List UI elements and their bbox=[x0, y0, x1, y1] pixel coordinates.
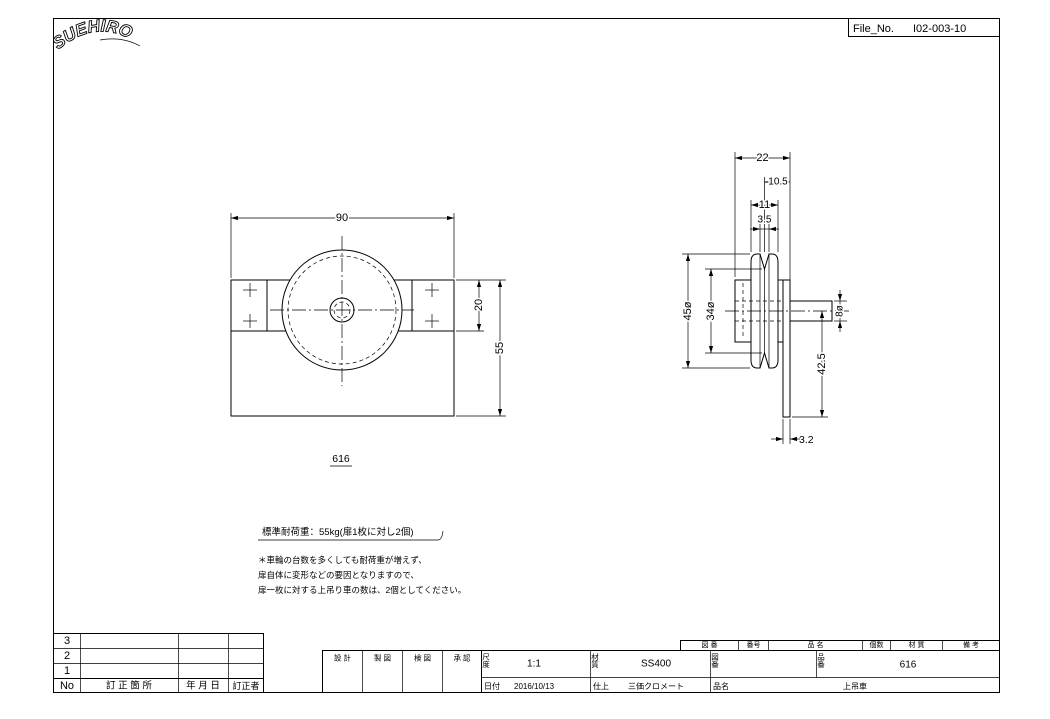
revision-table: 3 2 1 No 訂 正 箇 所 年 月 日 訂正者 bbox=[53, 633, 264, 693]
parts-header-quantity: 個数 bbox=[870, 640, 884, 649]
note-line: ＊車輪の台数を多くしても耐荷重が増えず、 bbox=[258, 555, 427, 565]
note-line: 扉自体に変形などの要因となりますので、 bbox=[258, 570, 419, 580]
drawing-number-label: 図番 bbox=[710, 653, 719, 670]
date-value: 2016/10/13 bbox=[514, 682, 555, 691]
dimension-groove-width-label: 3.5 bbox=[758, 215, 772, 226]
part-name-value: 上吊車 bbox=[843, 681, 867, 691]
title-block: 図 番 番号 品 名 個数 材 質 備 考 設 計 製 図 検 図 承 認 尺度… bbox=[322, 640, 1000, 693]
title-block-border bbox=[322, 650, 1000, 693]
dimension-groove-diameter-label: 34ø bbox=[705, 301, 717, 320]
revision-header-location: 訂 正 箇 所 bbox=[106, 680, 152, 692]
dimension-overall-width-label: 22 bbox=[756, 152, 768, 164]
drawing-frame bbox=[53, 18, 1000, 693]
side-view: 22 10.5 11 3.5 45ø 34ø 8ø bbox=[681, 151, 852, 446]
mounting-plate bbox=[782, 279, 791, 418]
approval-drafting: 製 図 bbox=[374, 653, 391, 663]
file-number-label: File_No. bbox=[853, 23, 894, 35]
logo-swoosh bbox=[99, 38, 141, 47]
revision-header-no: No bbox=[60, 680, 74, 692]
finish-value: 三価クロメート bbox=[628, 681, 684, 691]
part-label: 616 bbox=[332, 453, 350, 465]
dimension-shaft-diameter-label: 8ø bbox=[835, 305, 846, 317]
parts-header-material: 材 質 bbox=[909, 640, 925, 649]
suehiro-logo: SUEHIRO bbox=[48, 16, 141, 53]
notes: 標準耐荷重：55kg(扉1枚に対し2個) ＊車輪の台数を多くしても耐荷重が増えず… bbox=[258, 526, 466, 595]
finish-label: 仕上 bbox=[593, 681, 609, 691]
front-view: 90 20 55 616 bbox=[230, 211, 508, 467]
file-number-border bbox=[848, 18, 1000, 37]
parts-header-name: 品 名 bbox=[808, 640, 824, 649]
dimension-total-height-label: 55 bbox=[494, 342, 506, 354]
revision-header-reviser: 訂正者 bbox=[232, 680, 259, 691]
dimension-width-label: 90 bbox=[336, 212, 348, 224]
revision-row-number: 3 bbox=[64, 635, 70, 647]
revision-row-number: 1 bbox=[64, 665, 70, 677]
note-line: 扉一枚に対する上吊り車の数は、2個としてください。 bbox=[258, 585, 466, 595]
approval-approved: 承 認 bbox=[453, 653, 471, 663]
dimension-wheel-width-label: 11 bbox=[759, 199, 770, 211]
approval-design: 設 計 bbox=[334, 653, 352, 663]
logo-wordmark: SUEHIRO bbox=[49, 16, 135, 53]
material-label: 材質 bbox=[590, 652, 599, 670]
material-value: SS400 bbox=[641, 659, 671, 670]
parts-header-remarks: 備 考 bbox=[963, 640, 979, 649]
revision-row-number: 2 bbox=[64, 650, 70, 662]
part-name-label: 品名 bbox=[713, 681, 729, 691]
load-rating-note: 標準耐荷重：55kg(扉1枚に対し2個) bbox=[262, 526, 414, 538]
logo-text: SUEHIRO bbox=[48, 16, 135, 54]
part-number-label: 品番 bbox=[816, 653, 825, 670]
part-number-value: 616 bbox=[900, 660, 917, 671]
date-label: 日付 bbox=[484, 681, 500, 691]
file-number-value: I02-003-10 bbox=[913, 23, 966, 35]
mounting-hole-marks bbox=[243, 283, 439, 328]
scale-label: 尺度 bbox=[481, 653, 490, 670]
revision-table-border bbox=[53, 633, 264, 693]
dimension-axis-height-label: 42.5 bbox=[816, 353, 828, 374]
dimension-plate-thickness-label: 3.2 bbox=[799, 434, 814, 446]
load-rating-underline bbox=[258, 530, 444, 541]
scale-value: 1:1 bbox=[527, 659, 541, 670]
dimension-bracket-height-label: 20 bbox=[473, 299, 485, 311]
parts-header-number: 番号 bbox=[747, 641, 761, 649]
file-number-box: File_No. I02-003-10 bbox=[848, 18, 1000, 37]
approval-checking: 検 図 bbox=[414, 653, 431, 663]
parts-header-drawing-no: 図 番 bbox=[702, 641, 718, 649]
revision-header-date: 年 月 日 bbox=[186, 680, 220, 692]
dimension-outer-diameter-label: 45ø bbox=[682, 301, 694, 320]
parts-header-border bbox=[680, 640, 1000, 651]
dimension-groove-offset-label: 10.5 bbox=[768, 177, 788, 188]
